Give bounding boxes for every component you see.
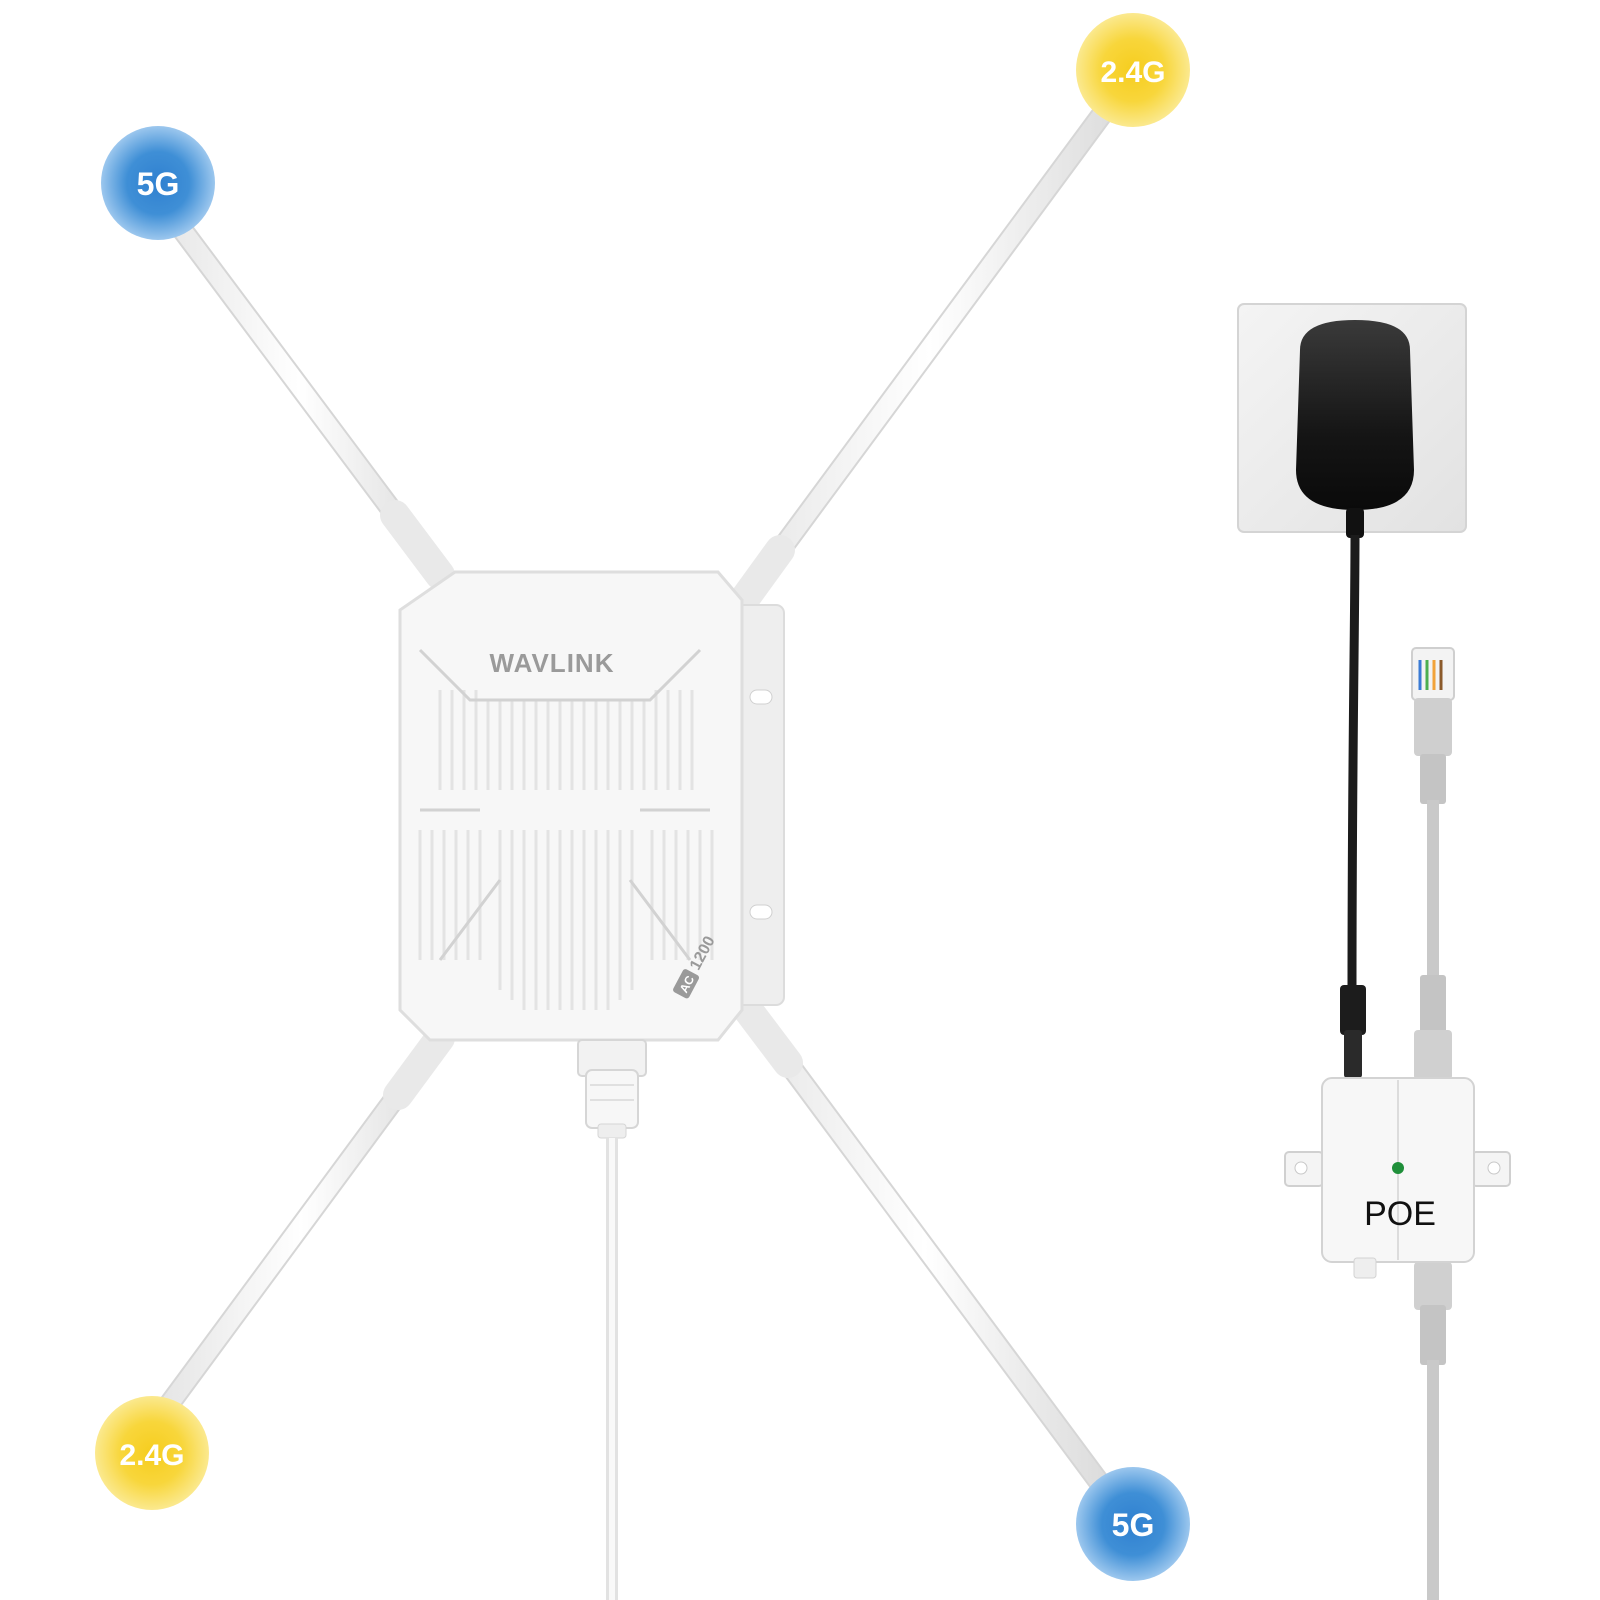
antenna-top-right xyxy=(723,79,1131,623)
dc-plug xyxy=(1340,985,1366,1078)
band-badge-bottom-left: 2.4G xyxy=(95,1396,209,1510)
poe-injector: POE xyxy=(1284,1077,1511,1279)
ethernet-connector-mid xyxy=(1414,975,1452,1080)
power-adapter xyxy=(1296,320,1414,538)
band-badge-top-right: 2.4G xyxy=(1076,13,1190,127)
band-label: 2.4G xyxy=(1100,56,1165,89)
band-label: 5G xyxy=(137,166,180,202)
band-badge-bottom-right: 5G xyxy=(1076,1467,1190,1581)
access-point-body: WAVLINK AC 1200 xyxy=(398,570,785,1139)
adapter-cable xyxy=(1347,534,1360,991)
antenna-top-left xyxy=(149,189,455,590)
power-led xyxy=(1392,1162,1404,1174)
cooling-ribs xyxy=(418,690,714,1010)
brand-logo: WAVLINK xyxy=(490,648,615,678)
band-label: 5G xyxy=(1112,1507,1155,1543)
antenna-bottom-right xyxy=(727,987,1116,1501)
antenna-bottom-left xyxy=(154,1023,455,1421)
band-badge-top-left: 5G xyxy=(101,126,215,240)
band-label: 2.4G xyxy=(119,1439,184,1472)
ethernet-connector-top xyxy=(1411,647,1455,804)
ethernet-connector-bottom xyxy=(1414,1262,1452,1365)
poe-label: POE xyxy=(1364,1195,1436,1233)
